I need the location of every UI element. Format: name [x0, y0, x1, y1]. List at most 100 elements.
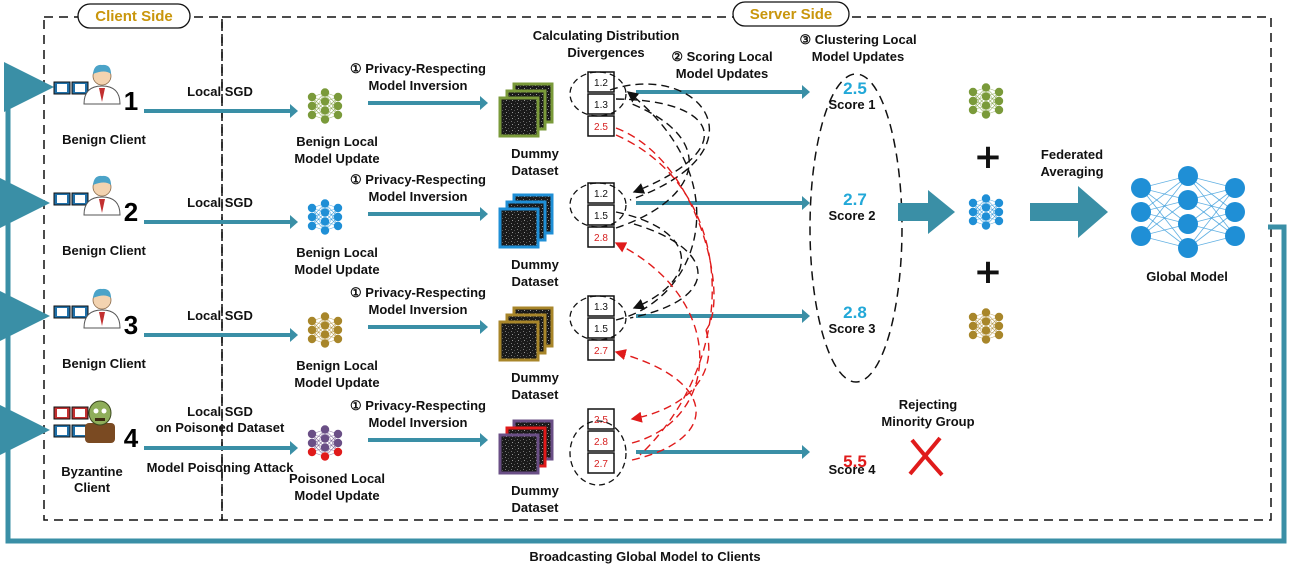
- score-label: Score 1: [829, 97, 876, 112]
- aggregation: + + Federated Averaging Global Model: [898, 137, 1228, 292]
- update-label-2: Model Update: [294, 488, 379, 503]
- score-value: 2.7: [843, 190, 867, 209]
- reject-x-icon: [908, 436, 944, 477]
- train-label: Local SGD: [187, 308, 253, 323]
- divergence-value: 1.2: [594, 78, 608, 89]
- cell-group-ellipse: [569, 295, 627, 341]
- divergence-value: 2.8: [594, 233, 608, 244]
- local-model-nn-icon: [307, 312, 343, 348]
- cluster-model-nn-icon: [968, 83, 1004, 119]
- step1-label-2: Model Inversion: [369, 78, 468, 93]
- server-side-box: [221, 16, 1272, 521]
- dummy-label-2: Dataset: [512, 387, 560, 402]
- divergence-value: 2.5: [594, 122, 608, 133]
- divergence-value: 1.2: [594, 189, 608, 200]
- dummy-dataset-icon: [498, 82, 554, 138]
- dummy-dataset-icon: [498, 193, 554, 249]
- client-number-2: 2: [124, 197, 138, 227]
- plus-icon: +: [974, 137, 1003, 177]
- divergence-cell: [587, 452, 615, 474]
- train-label: Local SGD: [187, 195, 253, 210]
- dummy-label-1: Dummy: [511, 370, 559, 385]
- step1-label-2: Model Inversion: [369, 189, 468, 204]
- cluster-model-nn-icon: [968, 308, 1004, 344]
- benign-client-icon: [83, 288, 121, 329]
- step1-label: ① Privacy-Respecting: [350, 61, 486, 76]
- step2-label-2: Model Updates: [676, 66, 768, 81]
- score-arrow-head: [802, 309, 810, 323]
- attack-label: Model Poisoning Attack: [147, 460, 295, 475]
- cluster-ellipse: [809, 73, 903, 383]
- fedavg-label-2: Averaging: [1040, 164, 1103, 179]
- divergence-cell: [587, 93, 615, 115]
- update-label-1: Benign Local: [296, 245, 378, 260]
- cluster-to-aggregate-arrow: [898, 190, 955, 234]
- cell-group-ellipse: [569, 420, 627, 486]
- client-label: Benign Client: [62, 243, 146, 258]
- cluster-model-nn-icon: [968, 194, 1004, 230]
- dummy-label-1: Dummy: [511, 257, 559, 272]
- score-value: 5.5: [843, 452, 867, 471]
- local-sgd-arrow-head: [290, 328, 298, 342]
- inversion-arrow-head: [480, 96, 488, 110]
- cell-group-ellipse: [569, 71, 627, 117]
- update-label-1: Benign Local: [296, 358, 378, 373]
- update-label-2: Model Update: [294, 375, 379, 390]
- client-label: Benign Client: [62, 132, 146, 147]
- score-arrow-head: [802, 85, 810, 99]
- client-label: Byzantine: [61, 464, 122, 479]
- divergence-value: 2.7: [594, 346, 608, 357]
- calc-divergence-label-1: Calculating Distribution: [533, 28, 680, 43]
- inversion-arrow-head: [480, 320, 488, 334]
- divergence-cell: [587, 226, 615, 248]
- client-number-4: 4: [124, 423, 139, 453]
- client-number-3: 3: [124, 310, 138, 340]
- cell-group-ellipse: [569, 182, 627, 228]
- update-label-1: Benign Local: [296, 134, 378, 149]
- global-model-nn-icon: [1131, 166, 1245, 258]
- divergence-value: 2.7: [594, 459, 608, 470]
- divergence-value: 2.8: [594, 437, 608, 448]
- score-arrow-head: [802, 196, 810, 210]
- update-label-2: Model Update: [294, 151, 379, 166]
- divergence-cell: [587, 204, 615, 226]
- plus-icon: +: [974, 252, 1003, 292]
- step3-label-2: Model Updates: [812, 49, 904, 64]
- fedavg-label-1: Federated: [1041, 147, 1103, 162]
- divergence-cell: [587, 115, 615, 137]
- divergence-cell: [587, 408, 615, 430]
- train-label: Local SGD: [187, 84, 253, 99]
- train-label: Local SGD: [187, 404, 253, 419]
- dummy-label-1: Dummy: [511, 483, 559, 498]
- client-side-title: Client Side: [95, 8, 173, 25]
- client-number-1: 1: [124, 86, 138, 116]
- local-sgd-arrow-head: [290, 441, 298, 455]
- step2-label-1: ② Scoring Local: [671, 49, 772, 64]
- inversion-arrow-head: [480, 207, 488, 221]
- device-icons: [53, 406, 89, 420]
- byzantine-client-icon: [85, 400, 115, 443]
- device-icons: [53, 81, 89, 95]
- device-icons: [53, 192, 89, 206]
- divergence-cell: [587, 339, 615, 361]
- score-label: Score 3: [829, 321, 876, 336]
- score-value: 2.5: [843, 79, 867, 98]
- server-side-tag: [732, 1, 850, 27]
- divergence-value: 1.3: [594, 100, 608, 111]
- divergence-cell: [587, 430, 615, 452]
- step1-label: ① Privacy-Respecting: [350, 285, 486, 300]
- train-label-2: on Poisoned Dataset: [156, 420, 285, 435]
- divergence-value: 2.5: [594, 415, 608, 426]
- score-label: Score 4: [829, 462, 877, 477]
- divergence-cell: [587, 317, 615, 339]
- divergence-value: 1.5: [594, 211, 608, 222]
- step1-label-2: Model Inversion: [369, 415, 468, 430]
- local-model-nn-icon: [307, 88, 343, 124]
- benign-client-icon: [83, 175, 121, 216]
- inversion-arrow-head: [480, 433, 488, 447]
- step3-label-1: ③ Clustering Local: [799, 32, 916, 47]
- dummy-label-2: Dataset: [512, 163, 560, 178]
- reject-label-1: Rejecting: [899, 397, 958, 412]
- client-side-tag: [77, 3, 191, 29]
